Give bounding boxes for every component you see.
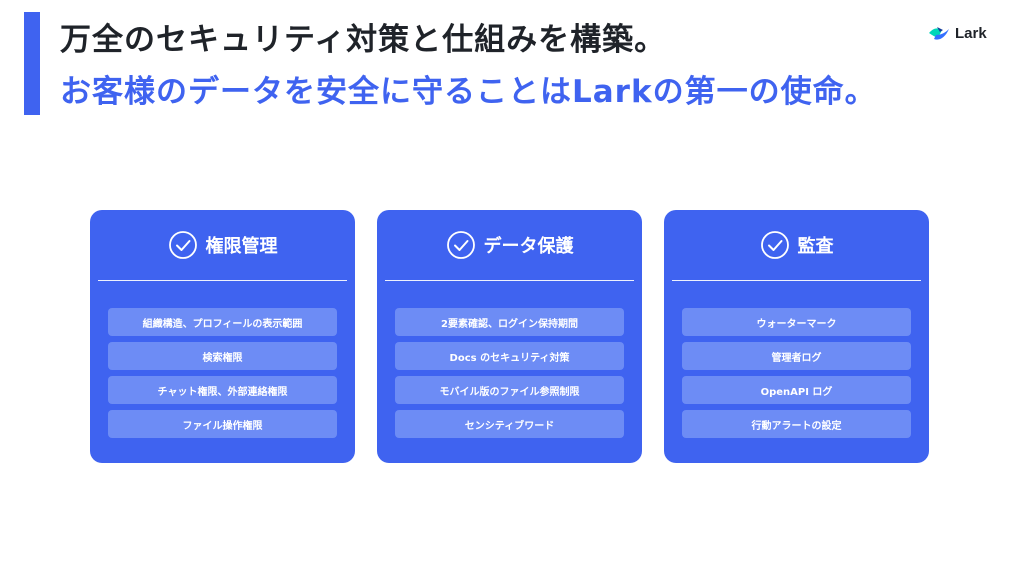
check-circle-icon: [168, 231, 197, 259]
title-accent-bar: [24, 12, 40, 115]
list-item: 管理者ログ: [682, 342, 911, 370]
list-item: 検索権限: [108, 342, 337, 370]
card-title: 権限管理: [205, 236, 278, 257]
card-divider: [672, 280, 921, 281]
card-data-protection: データ保護 2要素確認、ログイン保持期間 Docs のセキュリティ対策 モバイル…: [377, 210, 642, 463]
list-item: Docs のセキュリティ対策: [395, 342, 624, 370]
lark-logo: Lark: [928, 24, 987, 42]
card-permission-management: 権限管理 組織構造、プロフィールの表示範囲 検索権限 チャット権限、外部連絡権限…: [90, 210, 355, 463]
check-circle-icon: [446, 231, 475, 259]
card-header: 権限管理: [98, 210, 347, 280]
list-item: OpenAPI ログ: [682, 376, 911, 404]
card-header: 監査: [672, 210, 921, 280]
list-item: 組織構造、プロフィールの表示範囲: [108, 308, 337, 336]
card-header: データ保護: [385, 210, 634, 280]
list-item: センシティブワード: [395, 410, 624, 438]
page-title: 万全のセキュリティ対策と仕組みを構築。: [60, 22, 667, 58]
list-item: ウォーターマーク: [682, 308, 911, 336]
lark-logo-icon: [929, 27, 949, 40]
page-subtitle: お客様のデータを安全に守ることはLarkの第一の使命。: [60, 74, 877, 110]
list-item: 行動アラートの設定: [682, 410, 911, 438]
card-divider: [385, 280, 634, 281]
card-title: 監査: [797, 236, 834, 257]
list-item: 2要素確認、ログイン保持期間: [395, 308, 624, 336]
feature-cards: 権限管理 組織構造、プロフィールの表示範囲 検索権限 チャット権限、外部連絡権限…: [90, 210, 929, 463]
logo-text: Lark: [955, 24, 987, 42]
list-item: モバイル版のファイル参照制限: [395, 376, 624, 404]
card-title: データ保護: [483, 236, 574, 257]
card-divider: [98, 280, 347, 281]
list-item: ファイル操作権限: [108, 410, 337, 438]
card-audit: 監査 ウォーターマーク 管理者ログ OpenAPI ログ 行動アラートの設定: [664, 210, 929, 463]
list-item: チャット権限、外部連絡権限: [108, 376, 337, 404]
check-circle-icon: [760, 231, 789, 259]
